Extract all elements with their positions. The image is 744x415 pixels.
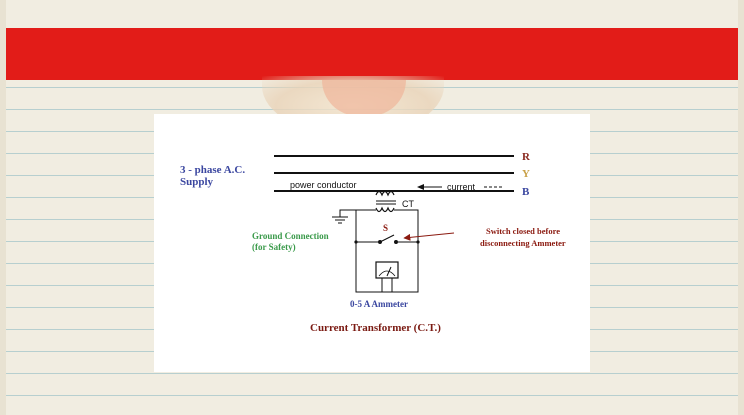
ct-secondary-coil [375,206,395,213]
power-conductor-label: power conductor [290,180,357,190]
current-arrowhead [417,184,424,190]
ammeter-label: 0-5 A Ammeter [350,299,408,309]
right-edge [738,0,744,415]
ct-primary-coil [375,190,395,197]
ct-label: CT [402,199,414,209]
ammeter-box [375,261,399,279]
ground-label-line2: (for Safety) [252,242,296,252]
current-label: current [447,182,476,192]
switch-note-line2: disconnecting Ammeter [480,238,566,248]
phase-label-r: R [522,151,531,163]
phase-label-y: Y [522,168,530,180]
diagram-title: Current Transformer (C.T.) [310,322,441,334]
left-edge [0,0,6,415]
ground-wire [339,209,356,217]
switch-note-arrow [403,232,455,241]
wire-left-top [355,209,376,242]
switch-contact-right [394,240,398,244]
ct-diagram: 3 - phase A.C. Supply R Y B power conduc… [180,151,566,334]
switch-note-line1: Switch closed before [486,226,560,236]
header-bar [6,28,738,80]
phase-label-b: B [522,186,530,198]
ammeter-scale [378,270,396,277]
supply-label-line1: 3 - phase A.C. [180,164,245,176]
top-band [0,0,744,28]
switch-label: S [383,223,388,233]
ammeter-loop [355,242,419,293]
wire-right-top [394,209,419,242]
supply-label-line2: Supply [180,176,214,188]
ground-label-line1: Ground Connection [252,231,329,241]
switch-blade [379,234,395,243]
ammeter-needle [386,266,392,277]
diagram-panel: 3 - phase A.C. Supply R Y B power conduc… [154,114,590,372]
